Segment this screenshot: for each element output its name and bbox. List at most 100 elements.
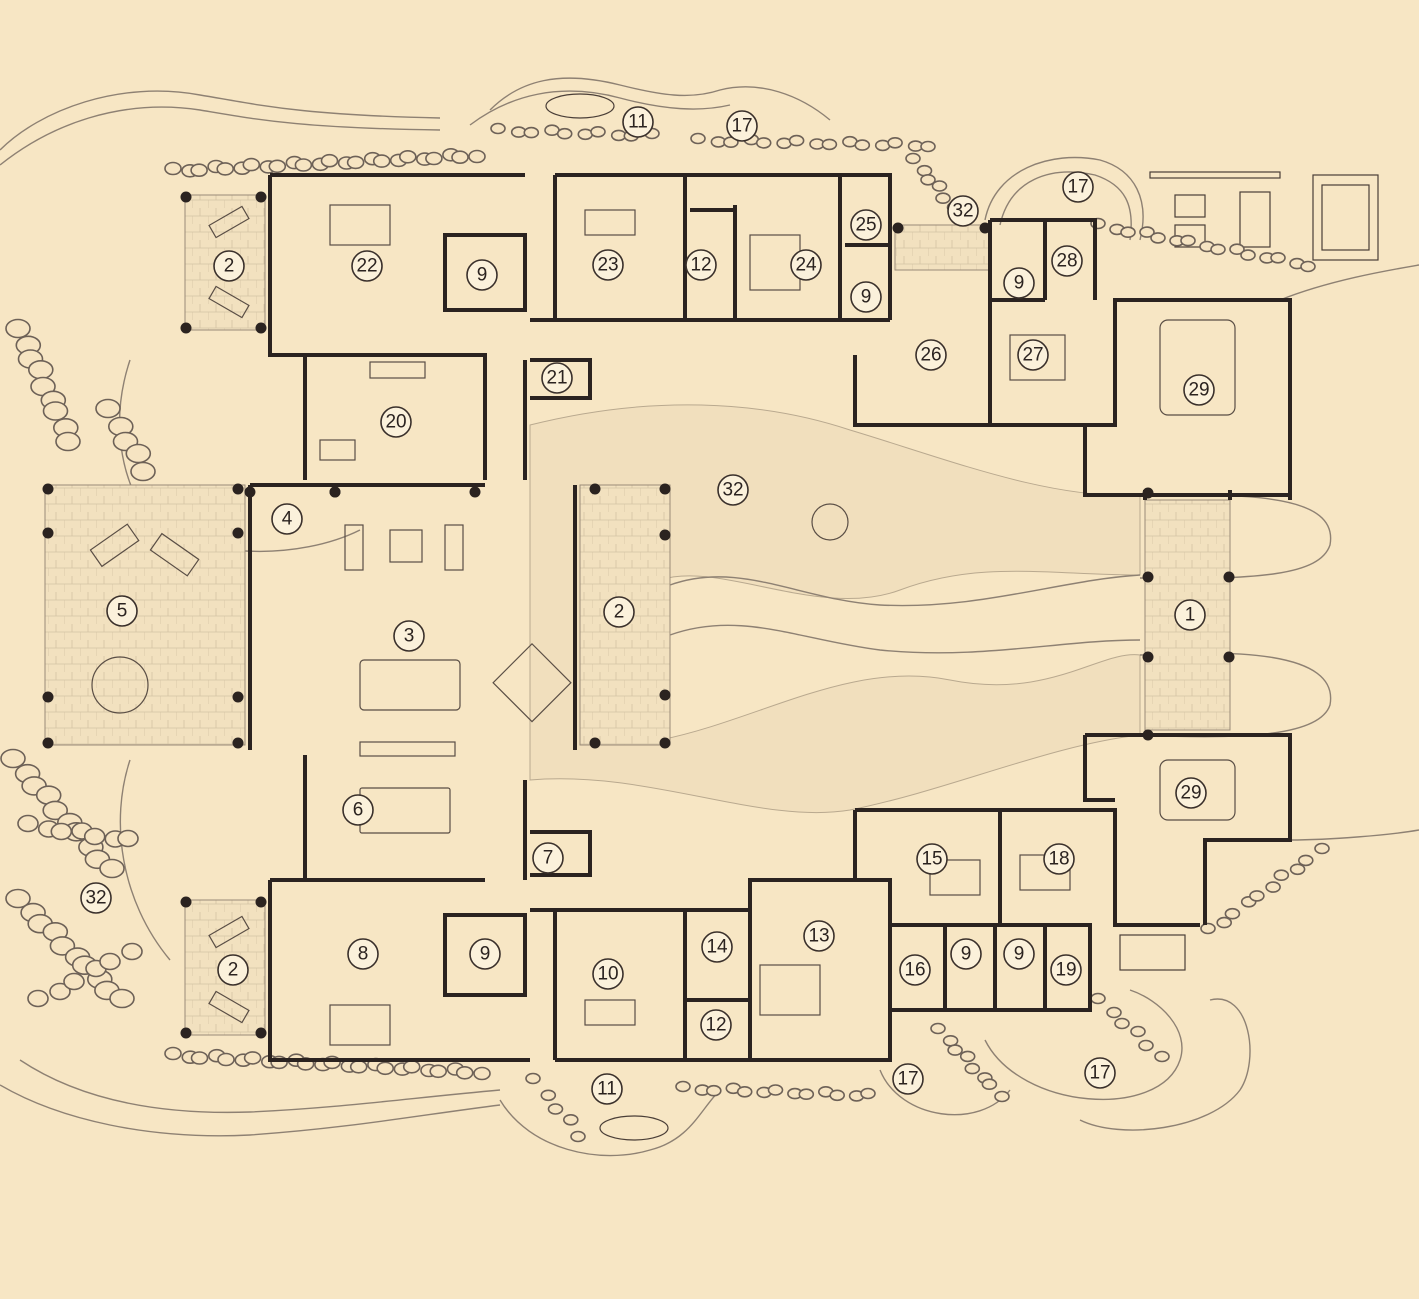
column-post [659,529,671,541]
stone [947,1044,963,1056]
svg-text:5: 5 [117,601,128,622]
stone [1180,234,1196,247]
stone [1224,907,1241,920]
room-label-6: 6 [342,794,374,826]
svg-text:12: 12 [705,1015,726,1036]
walls [248,173,1292,1062]
column-post [255,191,267,203]
stone [1265,881,1281,893]
svg-text:8: 8 [358,944,369,965]
room-label-12-south: 12 [700,1009,732,1041]
svg-text:28: 28 [1056,251,1077,272]
room-label-32-courtyard: 32 [717,474,749,506]
column-post [1142,571,1154,583]
svg-text:9: 9 [480,944,491,965]
stone [1249,890,1265,902]
svg-text:2: 2 [228,960,239,981]
column-post [232,527,244,539]
stone [562,1114,579,1126]
column-post [589,737,601,749]
stone [95,398,121,419]
stone [1200,922,1216,935]
stone [905,152,921,165]
svg-text:1: 1 [1185,605,1196,626]
room-label-23: 23 [592,249,624,281]
room-label-4: 4 [271,503,303,535]
stone [854,139,871,151]
stone [1106,1006,1122,1019]
room-label-32-west: 32 [80,882,112,914]
stone [190,1051,209,1065]
stone [1273,869,1290,882]
stone [0,748,26,769]
stone [1114,1017,1130,1030]
room-label-11-north: 11 [622,106,654,138]
svg-text:27: 27 [1022,345,1043,366]
stone [1139,226,1155,238]
svg-text:23: 23 [597,255,618,276]
stone [398,150,417,164]
svg-text:6: 6 [353,800,364,821]
column-post [1223,651,1235,663]
stone [429,1064,448,1079]
stone [1229,243,1245,255]
stone [372,154,391,168]
stone [1270,251,1286,264]
stone [50,822,73,841]
room-label-3: 3 [393,620,425,652]
svg-text:11: 11 [628,112,648,133]
stone [942,1035,959,1047]
stone [242,157,261,172]
room-label-20: 20 [380,406,412,438]
room-label-9-b: 9 [850,281,882,313]
svg-text:9: 9 [477,265,488,286]
stone [268,159,287,174]
svg-text:16: 16 [904,960,925,981]
room-label-1: 1 [1174,599,1206,631]
room-label-9-c: 9 [1003,267,1035,299]
column-post [589,483,601,495]
stone [577,128,594,141]
stone [1150,232,1166,244]
stone [1314,842,1330,855]
room-label-7: 7 [532,842,564,874]
room-label-2-east: 2 [603,596,635,628]
room-label-19: 19 [1050,954,1082,986]
svg-text:10: 10 [597,964,618,985]
column-post [180,191,192,203]
stone [490,122,506,135]
room-label-5: 5 [106,595,138,627]
stone [473,1066,491,1081]
stone [1120,226,1136,238]
stone [1210,243,1226,256]
stone [402,1060,421,1074]
room-label-13: 13 [803,920,835,952]
svg-text:29: 29 [1180,783,1201,804]
stone [27,359,54,380]
stone [42,800,69,821]
stone [829,1089,846,1102]
stone [55,431,81,452]
stone [121,942,143,961]
stone [523,126,540,139]
stone [49,982,71,1001]
svg-text:2: 2 [224,256,235,277]
terraces [44,194,1231,1036]
stone [994,1090,1010,1103]
stone [1138,1039,1154,1052]
stone [556,127,573,140]
column-post [1142,729,1154,741]
room-label-29-south: 29 [1175,777,1207,809]
svg-text:9: 9 [1014,944,1025,965]
column-post [232,737,244,749]
room-labels: 1 2 2 2 3 4 5 6 7 8 9 9 9 9 9 9 10 11 11… [80,106,1215,1105]
room-label-29-north: 29 [1183,374,1215,406]
stone [1154,1050,1170,1063]
svg-text:7: 7 [543,848,554,869]
stone [1298,854,1314,867]
room-label-9-d: 9 [469,938,501,970]
column-post [659,737,671,749]
stone [1300,260,1316,273]
column-post [42,737,54,749]
stone [1216,916,1232,929]
